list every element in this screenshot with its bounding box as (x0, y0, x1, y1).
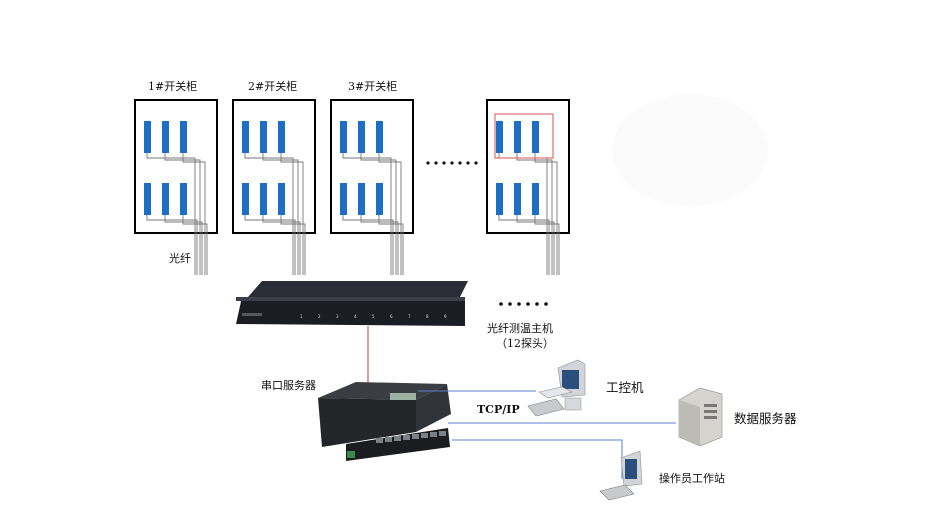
background-shape (612, 94, 768, 206)
temperature-probe (144, 183, 151, 215)
temperature-probe (242, 121, 249, 153)
temperature-probe (144, 121, 151, 153)
temperature-probe (162, 121, 169, 153)
svg-text:8: 8 (426, 314, 429, 319)
temperature-probe (358, 183, 365, 215)
temperature-probe (532, 183, 539, 215)
cabinet-2 (232, 99, 316, 275)
fiber-temperature-host: 1 2 3 4 5 6 7 8 9 (236, 281, 468, 326)
cabinet-4 (486, 99, 570, 275)
temperature-probe (260, 121, 267, 153)
cabinet-1-label: 1#开关柜 (148, 79, 197, 93)
database-server-label: 数据服务器 (734, 411, 797, 426)
protocol-label: TCP/IP (477, 403, 520, 416)
fiber-bundle (146, 153, 208, 275)
database-server (678, 387, 723, 447)
ellipsis-cabinets (426, 161, 478, 165)
svg-text:6: 6 (390, 314, 393, 319)
svg-text:1: 1 (300, 314, 303, 319)
fiber-label: 光纤 (169, 251, 191, 265)
svg-text:5: 5 (372, 314, 375, 319)
temperature-probe (242, 183, 249, 215)
cabinet-3 (330, 99, 414, 275)
temperature-probe (340, 183, 347, 215)
host-label: 光纤测温主机 (487, 321, 553, 335)
probe-highlight-box (494, 113, 554, 159)
temperature-probe (358, 121, 365, 153)
svg-text:4: 4 (354, 314, 357, 319)
ellipsis-host (499, 302, 548, 306)
temperature-probe (180, 121, 187, 153)
temperature-probe (532, 121, 539, 153)
host-probes-label: （12探头） (496, 337, 554, 350)
industrial-pc (527, 359, 586, 417)
fiber-bundle (342, 153, 404, 275)
svg-text:3: 3 (336, 314, 339, 319)
cabinet-2-label: 2#开关柜 (248, 79, 297, 93)
industrial-pc-label: 工控机 (606, 380, 644, 395)
temperature-probe (180, 183, 187, 215)
serial-server (318, 382, 451, 461)
temperature-probe (514, 121, 521, 153)
temperature-probe (162, 183, 169, 215)
cabinet-1 (134, 99, 218, 275)
temperature-probe (376, 121, 383, 153)
svg-text:2: 2 (318, 314, 321, 319)
temperature-probe (340, 121, 347, 153)
temperature-probe (278, 121, 285, 153)
svg-text:9: 9 (444, 314, 447, 319)
operator-workstation-label: 操作员工作站 (659, 471, 725, 485)
operator-workstation (599, 450, 643, 501)
temperature-probe (260, 183, 267, 215)
svg-text:7: 7 (408, 314, 411, 319)
temperature-probe (278, 183, 285, 215)
cabinet-3-label: 3#开关柜 (348, 79, 397, 93)
temperature-probe (496, 183, 503, 215)
temperature-probe (496, 121, 503, 153)
serial-server-label: 串口服务器 (261, 379, 316, 392)
fiber-bundle (244, 153, 306, 275)
temperature-probe (514, 183, 521, 215)
temperature-probe (376, 183, 383, 215)
